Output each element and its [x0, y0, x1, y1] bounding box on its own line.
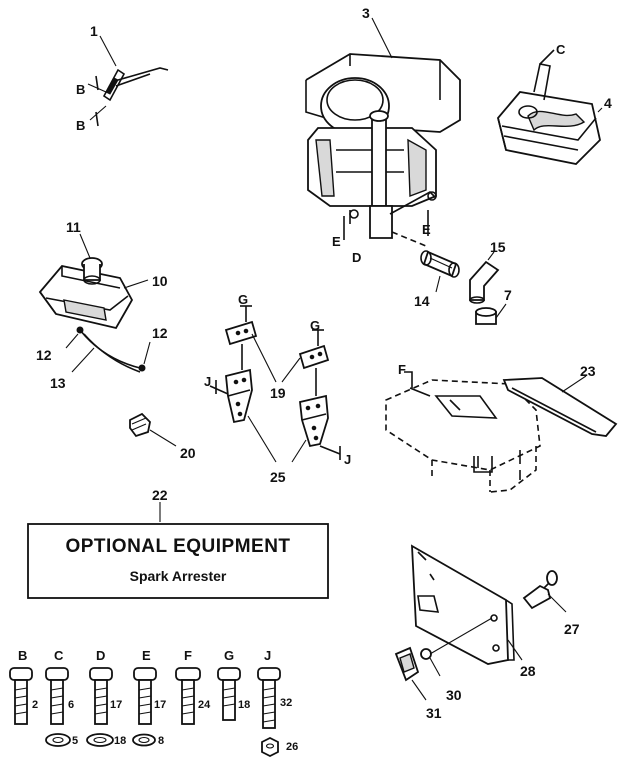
spark-arrester-label: Spark Arrester: [130, 568, 227, 584]
fastener-e-bolt: 17: [154, 699, 166, 711]
callout-20: 20: [180, 445, 196, 461]
fastener-d: D 17 18: [86, 648, 126, 747]
fastener-g-letter: G: [224, 648, 234, 663]
throttle-bracket-part-1: [87, 35, 169, 127]
fuel-tank-part-10: [38, 233, 151, 373]
callout-1: 1: [90, 23, 98, 39]
callout-7: 7: [504, 287, 512, 303]
brackets-parts-19-25: [209, 305, 341, 463]
engine-part-3: [305, 17, 461, 247]
fastener-e: E 17 8: [132, 648, 166, 747]
fastener-c: C 6 5: [45, 648, 78, 747]
callout-27: 27: [564, 621, 580, 637]
callout-13: 13: [50, 375, 66, 391]
bolt-part-27: [522, 570, 567, 613]
fastener-b-bolt: 2: [32, 699, 38, 711]
fastener-j: J 32 26: [257, 648, 298, 758]
fastener-j-bolt: 32: [280, 697, 292, 709]
optional-equipment-box: [27, 523, 329, 599]
washer-line: [429, 617, 493, 655]
callout-11: 11: [66, 219, 81, 235]
callout-30: 30: [446, 687, 462, 703]
fastener-b-letter: B: [18, 648, 27, 663]
letter-d: D: [352, 250, 361, 265]
callout-12-right: 12: [152, 325, 168, 341]
mounting-plate-part-28: [411, 544, 523, 665]
fastener-f-bolt: 24: [198, 699, 211, 711]
callout-10: 10: [152, 273, 168, 289]
shield-part-23: [502, 375, 618, 437]
fastener-d-bolt: 17: [110, 699, 122, 711]
letter-g-1: G: [238, 292, 248, 307]
chassis-section: [385, 371, 541, 493]
fastener-e-letter: E: [142, 648, 151, 663]
washer-part-30: [420, 648, 441, 677]
callout-12-left: 12: [36, 347, 52, 363]
callout-4: 4: [604, 95, 612, 111]
letter-g-2: G: [310, 318, 320, 333]
clip-part-31: [394, 646, 427, 701]
fuel-fittings-parts-14-15-7: [420, 250, 507, 325]
fastener-g: G 18: [217, 648, 250, 721]
callout-19: 19: [270, 385, 286, 401]
callout-31: 31: [426, 705, 442, 721]
muffler-part-4: [497, 49, 603, 165]
fastener-j-nut: 26: [286, 741, 298, 753]
fastener-f: F 24: [175, 648, 211, 725]
letter-e-2: E: [422, 222, 431, 237]
letter-f: F: [398, 362, 406, 377]
fastener-f-letter: F: [184, 648, 192, 663]
callout-25: 25: [270, 469, 286, 485]
fastener-b: B 2: [9, 648, 38, 725]
callout-15: 15: [490, 239, 506, 255]
letter-j-1: J: [204, 374, 211, 389]
letter-c: C: [556, 42, 566, 57]
fastener-j-letter: J: [264, 648, 271, 663]
letter-b-1: B: [76, 82, 85, 97]
callout-3: 3: [362, 5, 370, 21]
optional-equipment-title: OPTIONAL EQUIPMENT: [65, 536, 290, 557]
callout-14: 14: [414, 293, 430, 309]
letter-e-1: E: [332, 234, 341, 249]
callout-23: 23: [580, 363, 596, 379]
fastener-c-bolt: 6: [68, 699, 74, 711]
letter-b-2: B: [76, 118, 85, 133]
fastener-c-letter: C: [54, 648, 64, 663]
letter-j-2: J: [344, 452, 351, 467]
callout-22: 22: [152, 487, 168, 503]
callout-28: 28: [520, 663, 536, 679]
fastener-c-washer: 5: [72, 735, 78, 747]
fastener-g-bolt: 18: [238, 699, 250, 711]
nut-part-20: [129, 412, 177, 447]
fastener-d-letter: D: [96, 648, 105, 663]
fastener-e-washer: 8: [158, 735, 164, 747]
fastener-d-washer: 18: [114, 735, 126, 747]
